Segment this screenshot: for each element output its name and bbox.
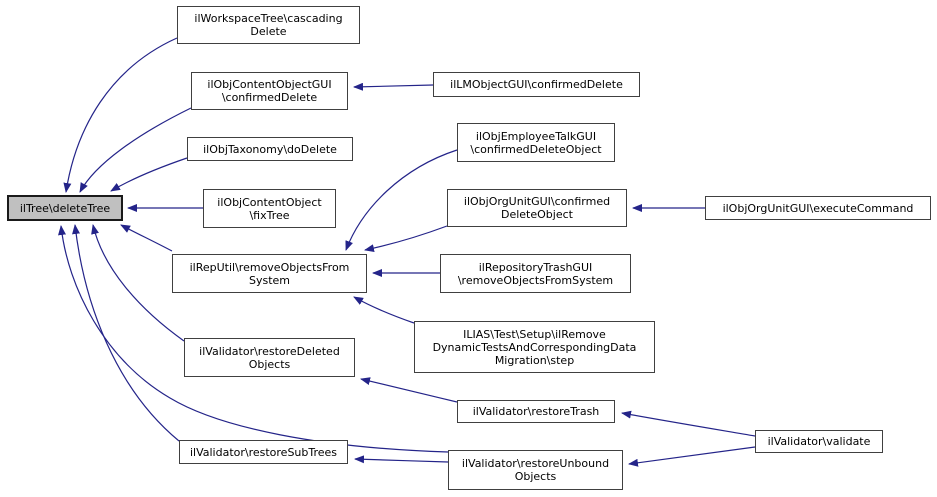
node-ilobjemployeetalkgui-confirmeddeleteobject[interactable]: ilObjEmployeeTalkGUI \confirmedDeleteObj…: [457, 123, 615, 162]
edge-lmconfirmeddelete-to-confirmeddelete: [353, 82, 434, 91]
node-ilobjtaxonomy-dodelete[interactable]: ilObjTaxonomy\doDelete: [187, 137, 353, 161]
node-ilvalidator-restoredeletedobjects[interactable]: ilValidator\restoreDeleted Objects: [184, 338, 355, 377]
node-ilobjcontentobjectgui-confirmeddelete[interactable]: ilObjContentObjectGUI \confirmedDelete: [191, 72, 348, 110]
node-ilreputil-removeobjectsfromsystem[interactable]: ilRepUtil\removeObjectsFrom System: [172, 254, 367, 293]
node-ilias-test-setup-ilremovedynamictests-migration-step[interactable]: ILIAS\Test\Setup\ilRemove DynamicTestsAn…: [414, 321, 655, 373]
node-ilobjcontentobject-fixtree[interactable]: ilObjContentObject \fixTree: [203, 189, 336, 228]
edge-reputil-to-deletetree: [120, 224, 173, 252]
edge-restoretrash-to-restoredeleted: [360, 377, 458, 403]
edge-restoresubtrees-to-deletetree: [72, 224, 180, 442]
node-illmobjectgui-confirmeddelete[interactable]: ilLMObjectGUI\confirmedDelete: [433, 72, 640, 97]
edge-orgunitconfirmed-to-reputil: [364, 225, 448, 253]
node-ilvalidator-restoreunboundobjects[interactable]: ilValidator\restoreUnbound Objects: [448, 450, 623, 490]
edge-iliasteststep-to-reputil: [353, 296, 415, 324]
edge-restoredeleted-to-deletetree: [91, 224, 185, 342]
edge-confirmeddelete-to-deletetree: [79, 107, 192, 193]
edge-employeetalk-to-reputil: [345, 149, 458, 251]
edge-validate-to-restoreunbound: [628, 446, 756, 467]
node-iltree-deletetree: ilTree\deleteTree: [7, 195, 123, 221]
node-ilvalidator-restoresubtrees[interactable]: ilValidator\restoreSubTrees: [179, 440, 348, 464]
node-ilobjorgunitgui-confirmeddeleteobject[interactable]: ilObjOrgUnitGUI\confirmed DeleteObject: [447, 189, 627, 227]
edge-validate-to-restoretrash: [621, 410, 756, 437]
node-ilobjorgunitgui-executecommand[interactable]: ilObjOrgUnitGUI\executeCommand: [705, 196, 931, 220]
node-ilvalidator-validate[interactable]: ilValidator\validate: [755, 430, 883, 453]
node-ilvalidator-restoretrash[interactable]: ilValidator\restoreTrash: [457, 400, 615, 423]
node-ilworkspacetree-cascadingdelete[interactable]: ilWorkspaceTree\cascading Delete: [177, 6, 360, 44]
edge-cascadingdelete-to-deletetree: [63, 37, 178, 193]
edge-restoreunbound-to-restoresubtrees: [354, 455, 449, 464]
edge-dodelete-to-deletetree: [110, 157, 188, 192]
node-ilrepositorytrashgui-removeobjectsfromsystem[interactable]: ilRepositoryTrashGUI \removeObjectsFromS…: [440, 254, 631, 293]
